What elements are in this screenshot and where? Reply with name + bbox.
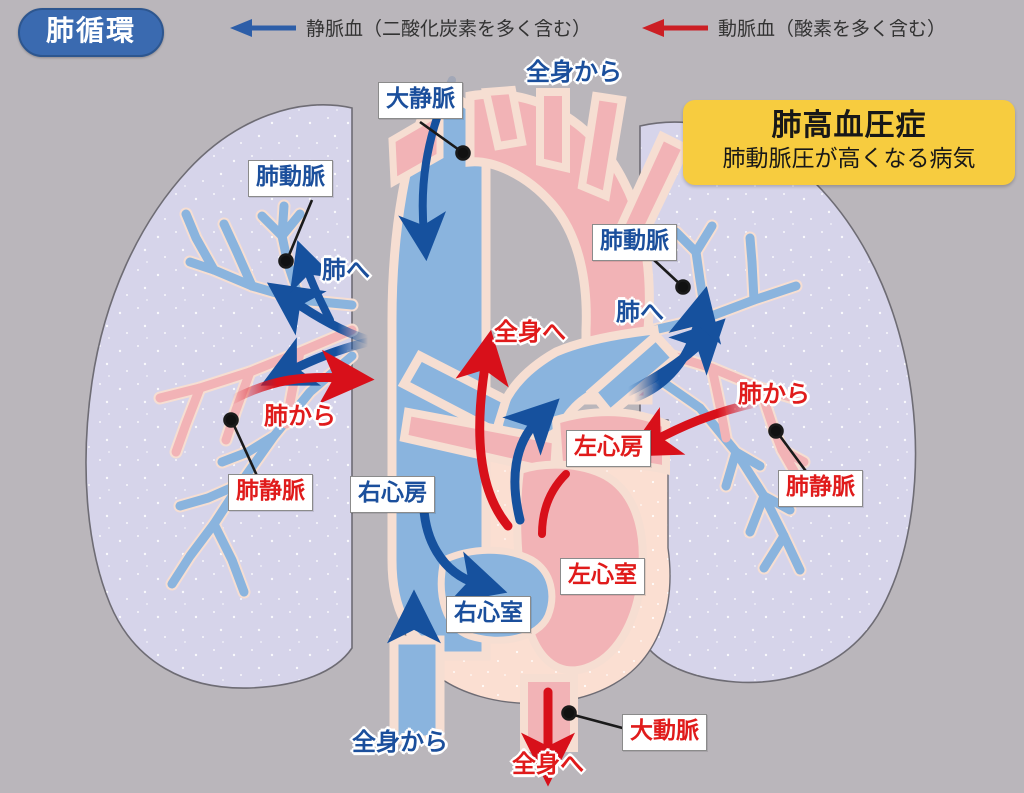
flow-label-to-body-center: 全身へ bbox=[494, 318, 566, 346]
label-pulmonary-artery-left: 肺動脈 bbox=[248, 160, 333, 197]
leader-dot-pa-right bbox=[675, 279, 691, 295]
flow-label-from-lungs-right: 肺から bbox=[738, 380, 810, 408]
leader-dot-vena-cava bbox=[455, 145, 471, 161]
leader-pa-left bbox=[285, 199, 314, 261]
leader-dot-pv-left bbox=[223, 412, 239, 428]
leader-lines bbox=[223, 120, 810, 732]
leader-pv-left bbox=[230, 420, 260, 479]
leader-dot-pv-right bbox=[768, 423, 784, 439]
arrow-pv-left-to-heart bbox=[227, 349, 375, 405]
flow-label-to-lungs-right: 肺へ bbox=[616, 298, 664, 326]
label-pulmonary-vein-right: 肺静脈 bbox=[778, 470, 863, 507]
leader-aorta bbox=[569, 712, 631, 732]
left-arrow-icon bbox=[230, 18, 296, 37]
label-pulmonary-vein-left: 肺静脈 bbox=[228, 474, 313, 511]
callout-title: 肺高血圧症 bbox=[771, 108, 927, 143]
arrow-la-to-lv bbox=[538, 470, 570, 538]
label-left-ventricle: 左心室 bbox=[560, 558, 645, 595]
legend-arterial: 動脈血（酸素を多く含む） bbox=[640, 14, 946, 41]
arrow-pa-left-up bbox=[289, 240, 336, 324]
label-vena-cava: 大静脈 bbox=[378, 82, 463, 119]
arrow-pa-left-upper bbox=[266, 282, 373, 345]
arrow-rv-to-pa bbox=[502, 398, 560, 525]
arrow-pv-right-to-heart bbox=[625, 397, 765, 457]
leader-dot-aorta bbox=[561, 705, 577, 721]
leader-pv-right bbox=[775, 431, 810, 475]
leader-dot-pa-left bbox=[278, 253, 294, 269]
label-right-ventricle: 右心室 bbox=[446, 596, 531, 633]
label-left-atrium: 左心房 bbox=[566, 430, 651, 467]
label-aorta: 大動脈 bbox=[622, 714, 707, 751]
arrow-pa-right-up bbox=[629, 286, 722, 403]
label-right-atrium: 右心房 bbox=[350, 476, 435, 513]
left-arrow-icon bbox=[642, 18, 708, 37]
flow-label-from-lungs-left: 肺から bbox=[264, 402, 336, 430]
page-title: 肺循環 bbox=[18, 8, 165, 58]
right-lung-vessel-tree bbox=[647, 219, 811, 577]
legend-venous-label: 静脈血（二酸化炭素を多く含む） bbox=[306, 18, 592, 40]
flow-label-from-body-bottom: 全身から bbox=[352, 728, 448, 756]
flow-label-to-lungs-left: 肺へ bbox=[322, 256, 370, 284]
callout-subtitle: 肺動脈圧が高くなる病気 bbox=[722, 145, 976, 172]
legend-arterial-label: 動脈血（酸素を多く含む） bbox=[718, 18, 947, 40]
label-pulmonary-artery-right: 肺動脈 bbox=[592, 224, 677, 261]
disease-callout: 肺高血圧症 肺動脈圧が高くなる病気 bbox=[683, 100, 1015, 186]
flow-label-from-body-top: 全身から bbox=[526, 58, 622, 86]
leader-vena-cava bbox=[419, 120, 463, 154]
arrow-lv-to-aorta bbox=[455, 329, 513, 531]
flow-label-to-body-bottom: 全身へ bbox=[512, 750, 584, 778]
legend-venous: 静脈血（二酸化炭素を多く含む） bbox=[228, 14, 591, 41]
